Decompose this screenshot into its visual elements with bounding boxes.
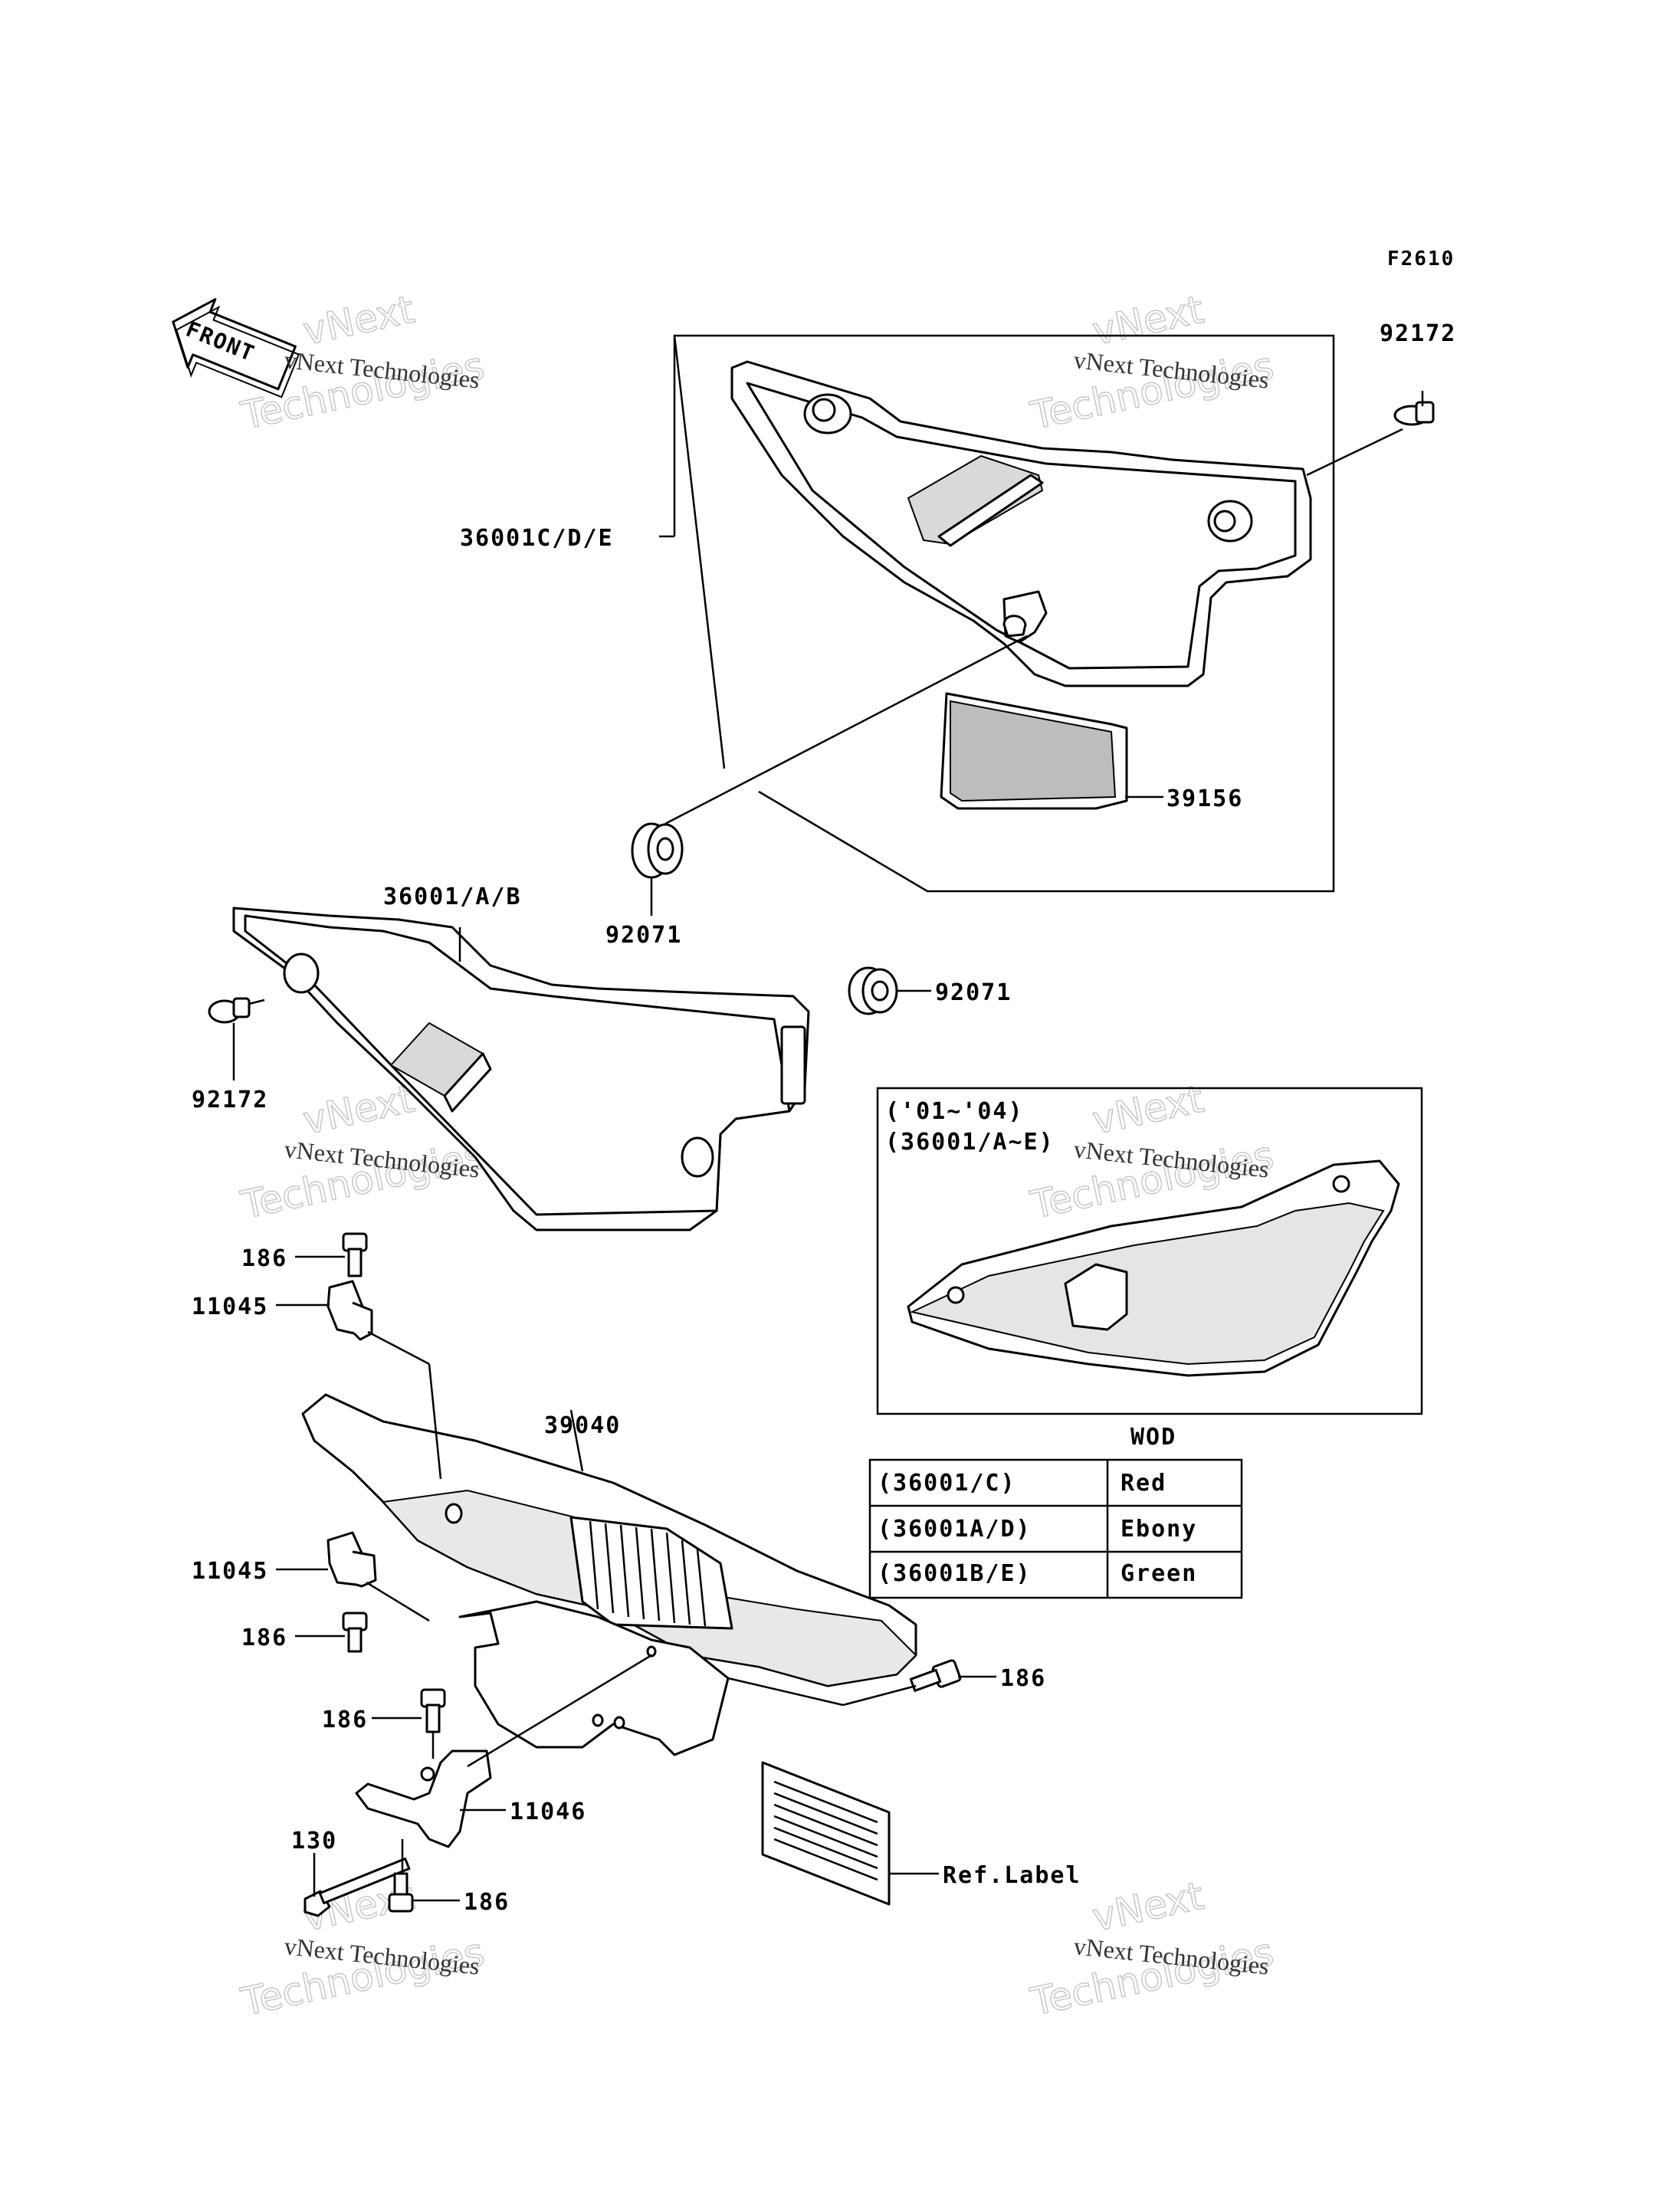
watermark-vnext: vNext [299,1077,418,1143]
callout-ref-label: Ref.Label [943,1862,1081,1889]
side-cover-left [232,907,810,1231]
bolt-186-c [420,1688,446,1733]
color-row-color: Ebony [1121,1516,1197,1543]
color-table-title: WOD [1130,1424,1176,1451]
inset-box: ('01~'04) (36001/A~E) [876,1087,1423,1415]
callout-39040: 39040 [544,1412,621,1439]
watermark-vnext: vNext [1088,287,1207,354]
clip-11045-b [326,1531,377,1588]
bolt-186-e [388,1872,414,1913]
figure-code: F2610 [1387,248,1455,271]
watermark-vnext: vNext [299,287,418,354]
screw-92172-top [1393,391,1435,426]
chain-guard-ribs [569,1516,733,1630]
leader-lines [232,428,1403,1902]
callout-186: 186 [322,1707,368,1733]
color-table: WOD (36001/C) Red (36001A/D) Ebony (3600… [868,1424,1243,1599]
callout-36001ab: 36001/A/B [383,884,522,910]
cover-vent-shade [907,454,1044,546]
color-row-color: Red [1121,1470,1166,1497]
side-cover-right [730,360,1312,687]
screw-92172-left [208,997,265,1024]
inset-vent [1064,1263,1128,1331]
cover-hole [283,953,320,994]
grommet-92071-b [848,966,898,1015]
callout-39156: 39156 [1166,785,1243,812]
watermark-vnext: vNext [1088,1874,1207,1940]
callout-186: 186 [1000,1665,1046,1692]
callout-186: 186 [241,1625,287,1651]
watermark-vnext: vNext [1088,1077,1207,1143]
ref-label-sticker [761,1761,891,1906]
color-row-color: Green [1121,1560,1197,1587]
color-row-code: (36001B/E) [878,1560,1032,1587]
callout-92071: 92071 [935,979,1012,1006]
watermark-2: vNext Technologies vNext Technologies [1026,287,1278,439]
callout-36001cde: 36001C/D/E [460,525,614,552]
callout-11045: 11045 [192,1558,268,1585]
color-row-code: (36001/C) [878,1470,1016,1497]
watermark-5: vNext Technologies vNext Technologies [237,1873,489,2025]
inset-years: ('01~'04) [885,1098,1024,1125]
chain-guard-39040 [301,1393,917,1756]
inset-parts: (36001/A~E) [885,1129,1055,1156]
callout-92172: 92172 [1380,320,1456,347]
color-row-code: (36001A/D) [878,1516,1032,1543]
callout-92172: 92172 [192,1087,268,1113]
watermark-4: vNext Technologies vNext Technologies [1026,1076,1278,1228]
callout-186: 186 [241,1245,287,1272]
callout-11045: 11045 [192,1294,268,1320]
bolt-186-a [342,1232,368,1277]
clip-11045-a [326,1280,373,1341]
callout-130: 130 [291,1828,337,1854]
watermark-6: vNext Technologies vNext Technologies [1026,1873,1278,2025]
pad-39156 [940,692,1128,810]
callout-92071: 92071 [605,922,682,949]
bracket-11046 [355,1749,492,1848]
grommet-92071-a [631,822,684,879]
cover-group-frame [673,334,1335,893]
bolt-186-d [909,1659,962,1692]
callout-11046: 11046 [510,1799,586,1825]
bolt-186-b [342,1612,368,1653]
bolt-130 [304,1858,411,1917]
callout-186: 186 [464,1889,510,1916]
